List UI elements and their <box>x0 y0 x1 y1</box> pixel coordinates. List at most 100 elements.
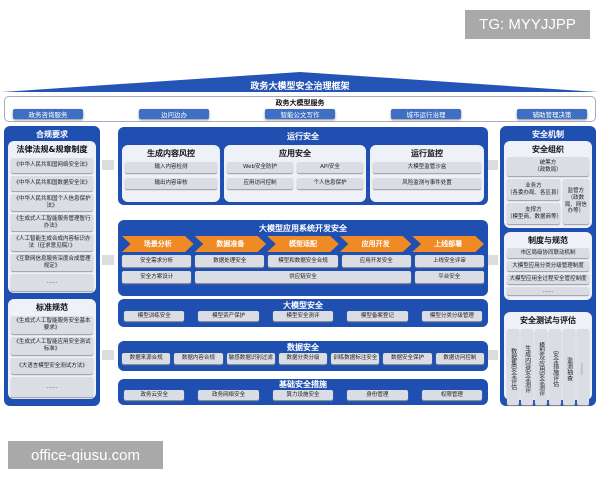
stage-arrow: 应用开发 <box>339 236 412 252</box>
data-item: 数据内容合规 <box>174 353 223 364</box>
law-item: …… <box>11 274 93 291</box>
service-item: 边问边办 <box>139 109 209 119</box>
standards-title: 标准规范 <box>36 303 68 312</box>
ops-item: 输出内容审核 <box>125 178 217 189</box>
data-item: 敏感数据识别过滤 <box>226 353 275 364</box>
ops-item: Web安全防护 <box>227 162 293 173</box>
rules-title: 制度与规范 <box>528 236 568 245</box>
service-item: 城市运行治理 <box>391 109 461 119</box>
rules-panel: 制度与规范 市区局级协同联动机制 大模型应用分类分级管理制度 大模型应用全过程安… <box>504 232 592 300</box>
infra-item: 政务云安全 <box>124 390 185 400</box>
infra-item: 权限管理 <box>421 390 483 400</box>
law-item: 《中华人民共和国数据安全法》 <box>11 176 93 191</box>
compliance-column: 合规要求 法律法规&规章制度 《中华人民共和国网络安全法》 《中华人民共和国数据… <box>4 126 100 406</box>
service-item: 政务咨询服务 <box>13 109 83 119</box>
law-item: 《中华人民共和国个人信息保护法》 <box>11 194 93 211</box>
standard-item: 《生成式人工智能应用安全测试标准》 <box>11 337 93 355</box>
test-item: 模型及应用安全测评 <box>535 329 547 405</box>
dev-item: 安全需求分析 <box>122 255 192 267</box>
law-item: 《人工智能生成合成内容标识办法（征求意见稿）》 <box>11 234 93 251</box>
model-security-section: 大模型安全 模型训练安全 模型资产保护 模型安全测评 模型备案登记 模型分类分级… <box>118 299 488 327</box>
test-item: 安全措施评估 <box>549 329 561 405</box>
org-panel: 安全组织 统筹方 （政数局） 业务方 （各委办局、各区县） 支撑方 （模型商、数… <box>504 141 592 228</box>
test-item: …… <box>577 329 589 405</box>
stage-arrow: 上线部署 <box>412 236 484 252</box>
ops-item: 风险监测与事件处置 <box>373 178 481 189</box>
stage-arrow: 数据准备 <box>194 236 267 252</box>
dev-security-section: 大模型应用系统开发安全 场景分析 数据准备 模型适配 应用开发 上线部署 安全需… <box>118 220 488 296</box>
ops-security-section: 运行安全 生成内容风控 输入内容检测 输出内容审核 应用安全 Web安全防护 AP… <box>118 127 488 205</box>
roof-banner <box>2 72 598 92</box>
data-security-section: 数据安全 数据来源合规 数据内容合规 敏感数据识别过滤 数据分类分级 训练数据标… <box>118 341 488 371</box>
connector-arrow <box>486 350 498 360</box>
rule-item: …… <box>507 287 589 295</box>
org-coordinator: 统筹方 （政数局） <box>507 157 589 176</box>
ops-item: API安全 <box>297 162 363 173</box>
data-item: 数据来源合规 <box>122 353 171 364</box>
standard-item: …… <box>11 377 93 397</box>
dev-item: 平台安全 <box>414 271 484 283</box>
service-item: 辅助管理决策 <box>517 109 587 119</box>
model-item: 模型备案登记 <box>347 311 408 321</box>
content-risk-panel: 生成内容风控 输入内容检测 输出内容审核 <box>122 145 220 202</box>
ops-item: 应用访问控制 <box>227 178 293 189</box>
test-item: 监测抽查 <box>563 329 575 405</box>
laws-title: 法律法规&规章制度 <box>16 145 88 154</box>
data-item: 数据分类分级 <box>278 353 328 364</box>
ops-header: 运行安全 <box>287 132 319 141</box>
connector-arrow <box>102 350 114 360</box>
dev-item: 上线安全评审 <box>414 255 485 267</box>
data-item: 数据安全保护 <box>383 353 432 364</box>
mechanism-header: 安全机制 <box>532 130 564 139</box>
dev-header: 大模型应用系统开发安全 <box>259 224 347 233</box>
app-security-panel: 应用安全 Web安全防护 API安全 应用访问控制个人信息保护 <box>224 145 366 202</box>
data-item: 训练数据标注安全 <box>331 353 380 364</box>
model-item: 模型资产保护 <box>198 311 259 321</box>
test-item: 数据集安全评估 <box>507 329 519 405</box>
data-header: 数据安全 <box>287 343 319 352</box>
connector-arrow <box>486 255 498 265</box>
ops-monitor-title: 运行监控 <box>411 149 443 158</box>
law-item: 《中华人民共和国网络安全法》 <box>11 158 93 173</box>
stage-arrow: 场景分析 <box>122 236 194 252</box>
test-title: 安全测试与评估 <box>520 316 576 325</box>
rule-item: 大模型应用全过程安全管控制度 <box>507 274 589 284</box>
connector-arrow <box>102 160 114 170</box>
org-business: 业务方 （各委办局、各区县） <box>507 179 562 200</box>
watermark-bottom: office-qiusu.com <box>8 441 163 469</box>
content-risk-title: 生成内容风控 <box>147 149 195 158</box>
ops-item: 个人信息保护 <box>297 178 363 189</box>
standards-panel: 标准规范 《生成式人工智能服务安全基本要求》 《生成式人工智能应用安全测试标准》… <box>8 299 96 399</box>
model-item: 模型安全测评 <box>272 311 334 321</box>
connector-arrow <box>486 160 498 170</box>
services-box: 政务大模型服务 政务咨询服务 边问边办 智能公文写作 城市运行治理 辅助管理决策 <box>4 96 596 122</box>
ops-monitor-panel: 运行监控 大模型监管沙盒 风险监测与事件处置 <box>370 145 484 202</box>
org-title: 安全组织 <box>532 145 564 154</box>
dev-item: 数据处理安全 <box>195 255 265 267</box>
laws-panel: 法律法规&规章制度 《中华人民共和国网络安全法》 《中华人民共和国数据安全法》 … <box>8 141 96 293</box>
app-security-title: 应用安全 <box>279 149 311 158</box>
standard-item: 《大语言模型安全测试方法》 <box>11 358 93 374</box>
org-support: 支撑方 （模型商、数据商等） <box>507 203 562 224</box>
dev-item: 模型和数据安全合规 <box>268 255 338 267</box>
services-title: 政务大模型服务 <box>275 99 325 107</box>
ops-item: 输入内容检测 <box>125 162 217 173</box>
dev-item: 供应链安全 <box>195 271 411 283</box>
law-item: 《互联网信息服务深度合成管理规定》 <box>11 254 93 271</box>
infra-header: 基础安全措施 <box>279 380 327 389</box>
service-item: 智能公文写作 <box>265 109 335 119</box>
law-item: 《生成式人工智能服务管理暂行办法》 <box>11 214 93 231</box>
data-item: 数据访问控制 <box>435 353 484 364</box>
mechanism-column: 安全机制 安全组织 统筹方 （政数局） 业务方 （各委办局、各区县） 支撑方 （… <box>500 126 596 406</box>
connector-arrow <box>102 255 114 265</box>
model-item: 模型训练安全 <box>124 311 185 321</box>
infra-security-section: 基础安全措施 政务云安全 政务网络安全 算力设施安全 身份管理 权限管理 <box>118 379 488 405</box>
dev-item: 安全方案设计 <box>122 271 192 283</box>
org-regulator: 监管方 （政数局、网信办等） <box>562 179 589 224</box>
compliance-header: 合规要求 <box>36 130 68 139</box>
dev-item: 应用开发安全 <box>341 255 411 267</box>
infra-item: 算力设施安全 <box>272 390 334 400</box>
infra-item: 身份管理 <box>347 390 408 400</box>
infra-item: 政务网络安全 <box>198 390 259 400</box>
watermark-top: TG: MYYJJPP <box>465 10 590 39</box>
